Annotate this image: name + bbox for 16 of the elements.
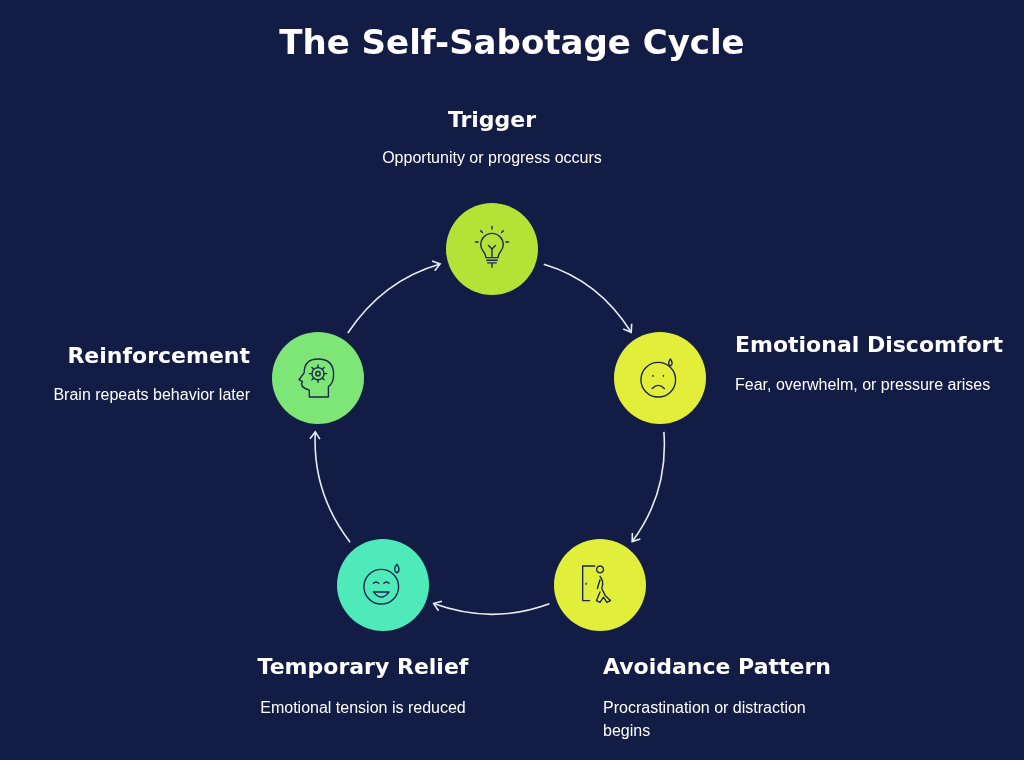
diagram-title: The Self-Sabotage Cycle [279, 22, 745, 62]
cycle-arrow [631, 431, 666, 543]
step-description: Emotional tension is reduced [260, 699, 466, 716]
step-heading: Reinforcement [67, 343, 250, 368]
step-description: Fear, overwhelm, or pressure arises [735, 376, 991, 393]
step-description: Brain repeats behavior later [53, 386, 250, 403]
step-heading: Trigger [447, 107, 537, 132]
cycle-arrow [543, 263, 633, 334]
cycle-arrow [432, 600, 551, 616]
step-description: Opportunity or progress occurs [382, 149, 602, 166]
step-heading: Temporary Relief [257, 654, 469, 679]
step-heading: Avoidance Pattern [603, 654, 831, 679]
step-description: Procrastination or distraction begins [603, 699, 806, 739]
cycle-arrow [347, 260, 441, 334]
step-heading: Emotional Discomfort [735, 332, 1003, 357]
cycle-arrow [309, 431, 351, 543]
